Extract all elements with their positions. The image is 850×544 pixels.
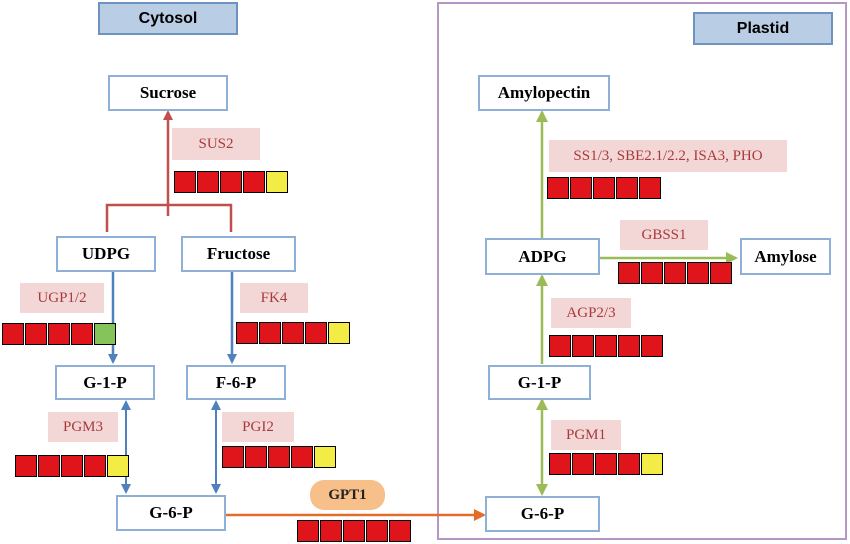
ugp-label: UGP1/2 [20, 283, 104, 313]
heatmap-cell [366, 520, 388, 542]
heatmap-cell [84, 455, 106, 477]
pgi2-label: PGI2 [222, 412, 294, 442]
heatmap-cell [547, 177, 569, 199]
heatmap-cell [389, 520, 411, 542]
sus2-heatmap [174, 171, 289, 193]
heatmap-cell [639, 177, 661, 199]
heatmap-cell [593, 177, 615, 199]
heatmap-cell [595, 453, 617, 475]
heatmap-cell [297, 520, 319, 542]
amylopectin-node: Amylopectin [478, 75, 610, 111]
pgm3-label: PGM3 [48, 412, 118, 442]
heatmap-cell [25, 323, 47, 345]
heatmap-cell [305, 322, 327, 344]
heatmap-cell [618, 453, 640, 475]
sus2-label: SUS2 [172, 128, 260, 160]
heatmap-cell [641, 335, 663, 357]
heatmap-cell [38, 455, 60, 477]
heatmap-cell [94, 323, 116, 345]
ss-heatmap [547, 177, 662, 199]
fk4-heatmap [236, 322, 351, 344]
heatmap-cell [2, 323, 24, 345]
cytosol-header: Cytosol [98, 2, 238, 35]
gpt1-label: GPT1 [310, 480, 385, 510]
heatmap-cell [641, 453, 663, 475]
heatmap-cell [107, 455, 129, 477]
plastid-header: Plastid [693, 12, 833, 45]
heatmap-cell [314, 446, 336, 468]
udpg-node: UDPG [56, 236, 156, 272]
g6p-plastid-node: G-6-P [485, 496, 600, 532]
g6p-cytosol-node: G-6-P [116, 495, 226, 531]
heatmap-cell [268, 446, 290, 468]
heatmap-cell [618, 262, 640, 284]
sucrose-node: Sucrose [108, 75, 228, 111]
heatmap-cell [687, 262, 709, 284]
fructose-node: Fructose [181, 236, 296, 272]
plastid-compartment [437, 2, 847, 540]
heatmap-cell [220, 171, 242, 193]
heatmap-cell [243, 171, 265, 193]
heatmap-cell [572, 453, 594, 475]
heatmap-cell [15, 455, 37, 477]
pgi2-heatmap [222, 446, 337, 468]
heatmap-cell [570, 177, 592, 199]
fk4-label: FK4 [240, 283, 308, 313]
agp-heatmap [549, 335, 664, 357]
ss-label: SS1/3, SBE2.1/2.2, ISA3, PHO [549, 140, 787, 172]
heatmap-cell [48, 323, 70, 345]
adpg-node: ADPG [485, 238, 600, 275]
heatmap-cell [266, 171, 288, 193]
ugp-heatmap [2, 323, 117, 345]
heatmap-cell [61, 455, 83, 477]
pgm3-heatmap [15, 455, 130, 477]
heatmap-cell [710, 262, 732, 284]
pgm1-label: PGM1 [551, 420, 621, 450]
gpt1-heatmap [297, 520, 412, 542]
heatmap-cell [291, 446, 313, 468]
amylose-node: Amylose [740, 238, 831, 275]
heatmap-cell [320, 520, 342, 542]
heatmap-cell [282, 322, 304, 344]
gbss1-label: GBSS1 [620, 220, 708, 250]
heatmap-cell [245, 446, 267, 468]
heatmap-cell [618, 335, 640, 357]
f6p-node: F-6-P [186, 365, 286, 400]
heatmap-cell [616, 177, 638, 199]
heatmap-cell [328, 322, 350, 344]
heatmap-cell [641, 262, 663, 284]
heatmap-cell [549, 335, 571, 357]
heatmap-cell [572, 335, 594, 357]
heatmap-cell [259, 322, 281, 344]
g1p-plastid-node: G-1-P [488, 365, 591, 400]
heatmap-cell [664, 262, 686, 284]
heatmap-cell [71, 323, 93, 345]
gbss1-heatmap [618, 262, 733, 284]
heatmap-cell [197, 171, 219, 193]
heatmap-cell [174, 171, 196, 193]
agp-label: AGP2/3 [551, 298, 631, 328]
heatmap-cell [222, 446, 244, 468]
heatmap-cell [343, 520, 365, 542]
heatmap-cell [236, 322, 258, 344]
g1p-cytosol-node: G-1-P [55, 365, 155, 400]
heatmap-cell [549, 453, 571, 475]
sucrose-split-bracket [105, 203, 233, 232]
heatmap-cell [595, 335, 617, 357]
pgm1-heatmap [549, 453, 664, 475]
